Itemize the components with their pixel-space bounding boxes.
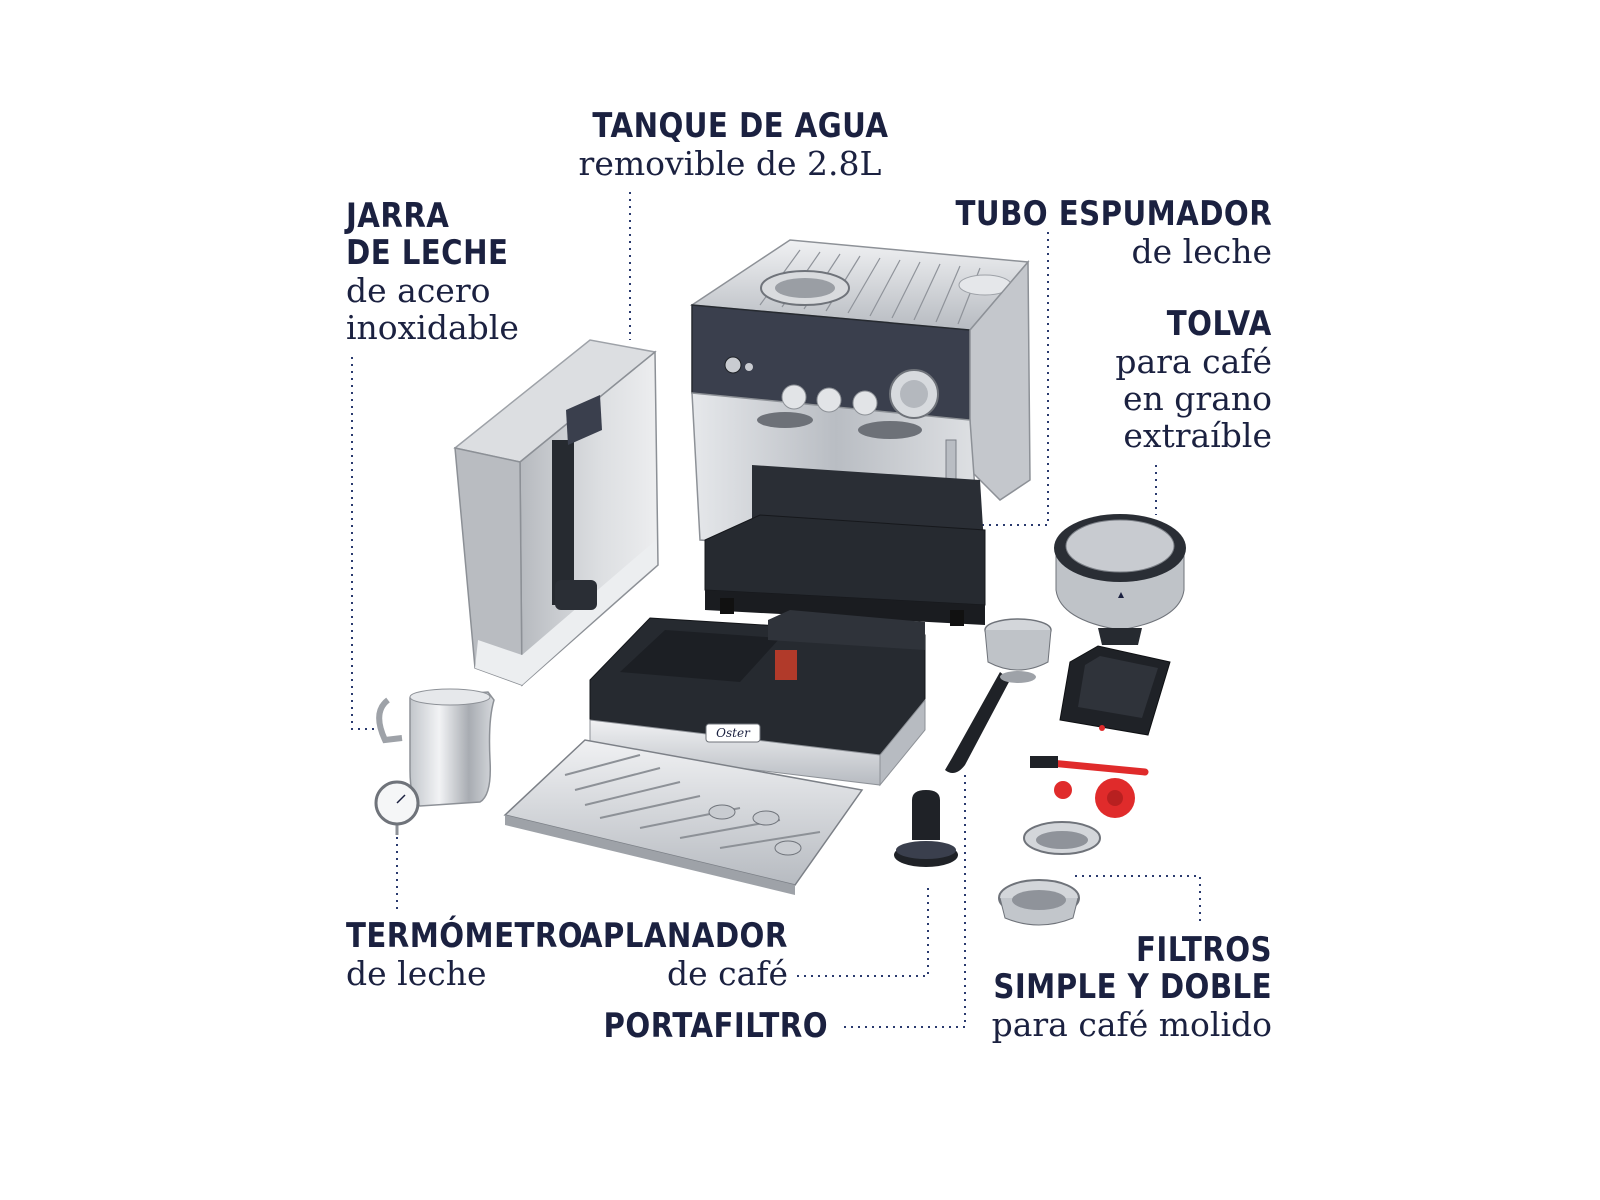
label-tolva-title: TOLVA (1167, 304, 1272, 344)
label-termometro: TERMÓMETRO de leche (346, 916, 622, 993)
label-aplanador: APLANADOR de café (546, 916, 788, 993)
drip-tray-base: Oster (589, 610, 926, 787)
label-tolva-sub-1: para café (1115, 342, 1272, 381)
label-jarra: JARRA DE LECHE de acero inoxidable (346, 196, 535, 347)
label-tanque: TANQUE DE AGUA removible de 2.8L (570, 106, 890, 183)
label-tubo-sub: de leche (1131, 232, 1273, 271)
label-filtros-sub: para café molido (991, 1005, 1272, 1044)
label-aplanador-sub: de café (666, 954, 788, 993)
filter-baskets (998, 821, 1101, 926)
leader-jarra (351, 357, 386, 730)
label-portafiltro-title: PORTAFILTRO (603, 1006, 828, 1046)
label-jarra-title-2: DE LECHE (346, 233, 509, 273)
label-filtros: FILTROS SIMPLE Y DOBLE para café molido (948, 930, 1272, 1044)
leader-filtros (1075, 875, 1201, 925)
label-jarra-sub-2: inoxidable (346, 308, 519, 347)
water-tank (453, 339, 659, 687)
label-tanque-title: TANQUE DE AGUA (592, 106, 889, 146)
label-tubo-title: TUBO ESPUMADOR (955, 194, 1272, 234)
leader-tubo (952, 232, 1049, 526)
label-tolva: TOLVA para café en grano extraíble (1115, 304, 1272, 455)
leader-aplanador (792, 888, 929, 977)
label-filtros-title-2: SIMPLE Y DOBLE (993, 967, 1272, 1007)
brand-logo: Oster (716, 726, 751, 740)
tamper (894, 790, 958, 867)
milk-pitcher (376, 688, 495, 807)
label-filtros-title-1: FILTROS (1135, 930, 1272, 970)
label-tolva-sub-2: en grano (1123, 379, 1272, 418)
label-termometro-sub: de leche (346, 954, 487, 993)
label-jarra-title-1: JARRA (346, 196, 450, 236)
drip-grate (503, 739, 864, 895)
label-tubo: TUBO ESPUMADOR de leche (904, 194, 1273, 271)
label-termometro-title: TERMÓMETRO (346, 916, 584, 956)
label-jarra-sub-1: de acero (346, 271, 491, 310)
label-portafiltro: PORTAFILTRO (567, 1008, 828, 1045)
label-aplanador-title: APLANADOR (580, 916, 788, 956)
thermometer (374, 780, 420, 835)
portafilter (945, 618, 1052, 774)
bean-hopper (1054, 514, 1186, 645)
label-tolva-sub-3: extraíble (1123, 416, 1272, 455)
espresso-machine (689, 239, 1031, 626)
cleaning-tools (1030, 756, 1149, 818)
label-tanque-sub: removible de 2.8L (578, 144, 882, 183)
leader-portafiltro (843, 775, 966, 1028)
filter-holder-tray (1059, 645, 1171, 736)
leader-lines (351, 192, 1201, 1028)
